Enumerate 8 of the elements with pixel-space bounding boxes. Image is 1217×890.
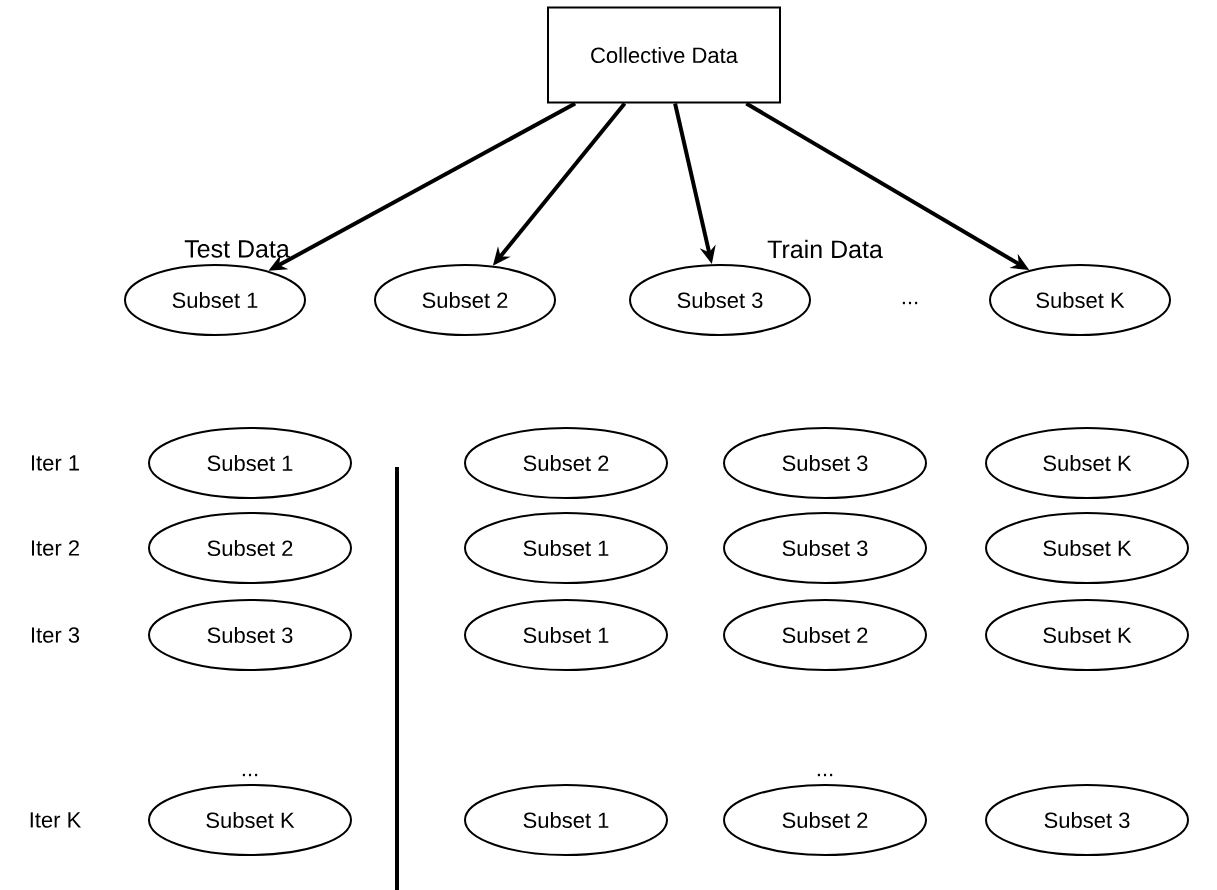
row-label: Iter 1: [31, 455, 79, 471]
process-box: Collective Data: [547, 6, 781, 104]
row-label: Iter K: [30, 812, 82, 828]
row-label: Iter 2: [31, 540, 79, 556]
column-heading: Train Data: [767, 239, 883, 259]
column-heading: Test Data: [184, 240, 290, 258]
ellipsis: ...: [902, 301, 918, 305]
row-label: Iter 3: [31, 627, 80, 643]
